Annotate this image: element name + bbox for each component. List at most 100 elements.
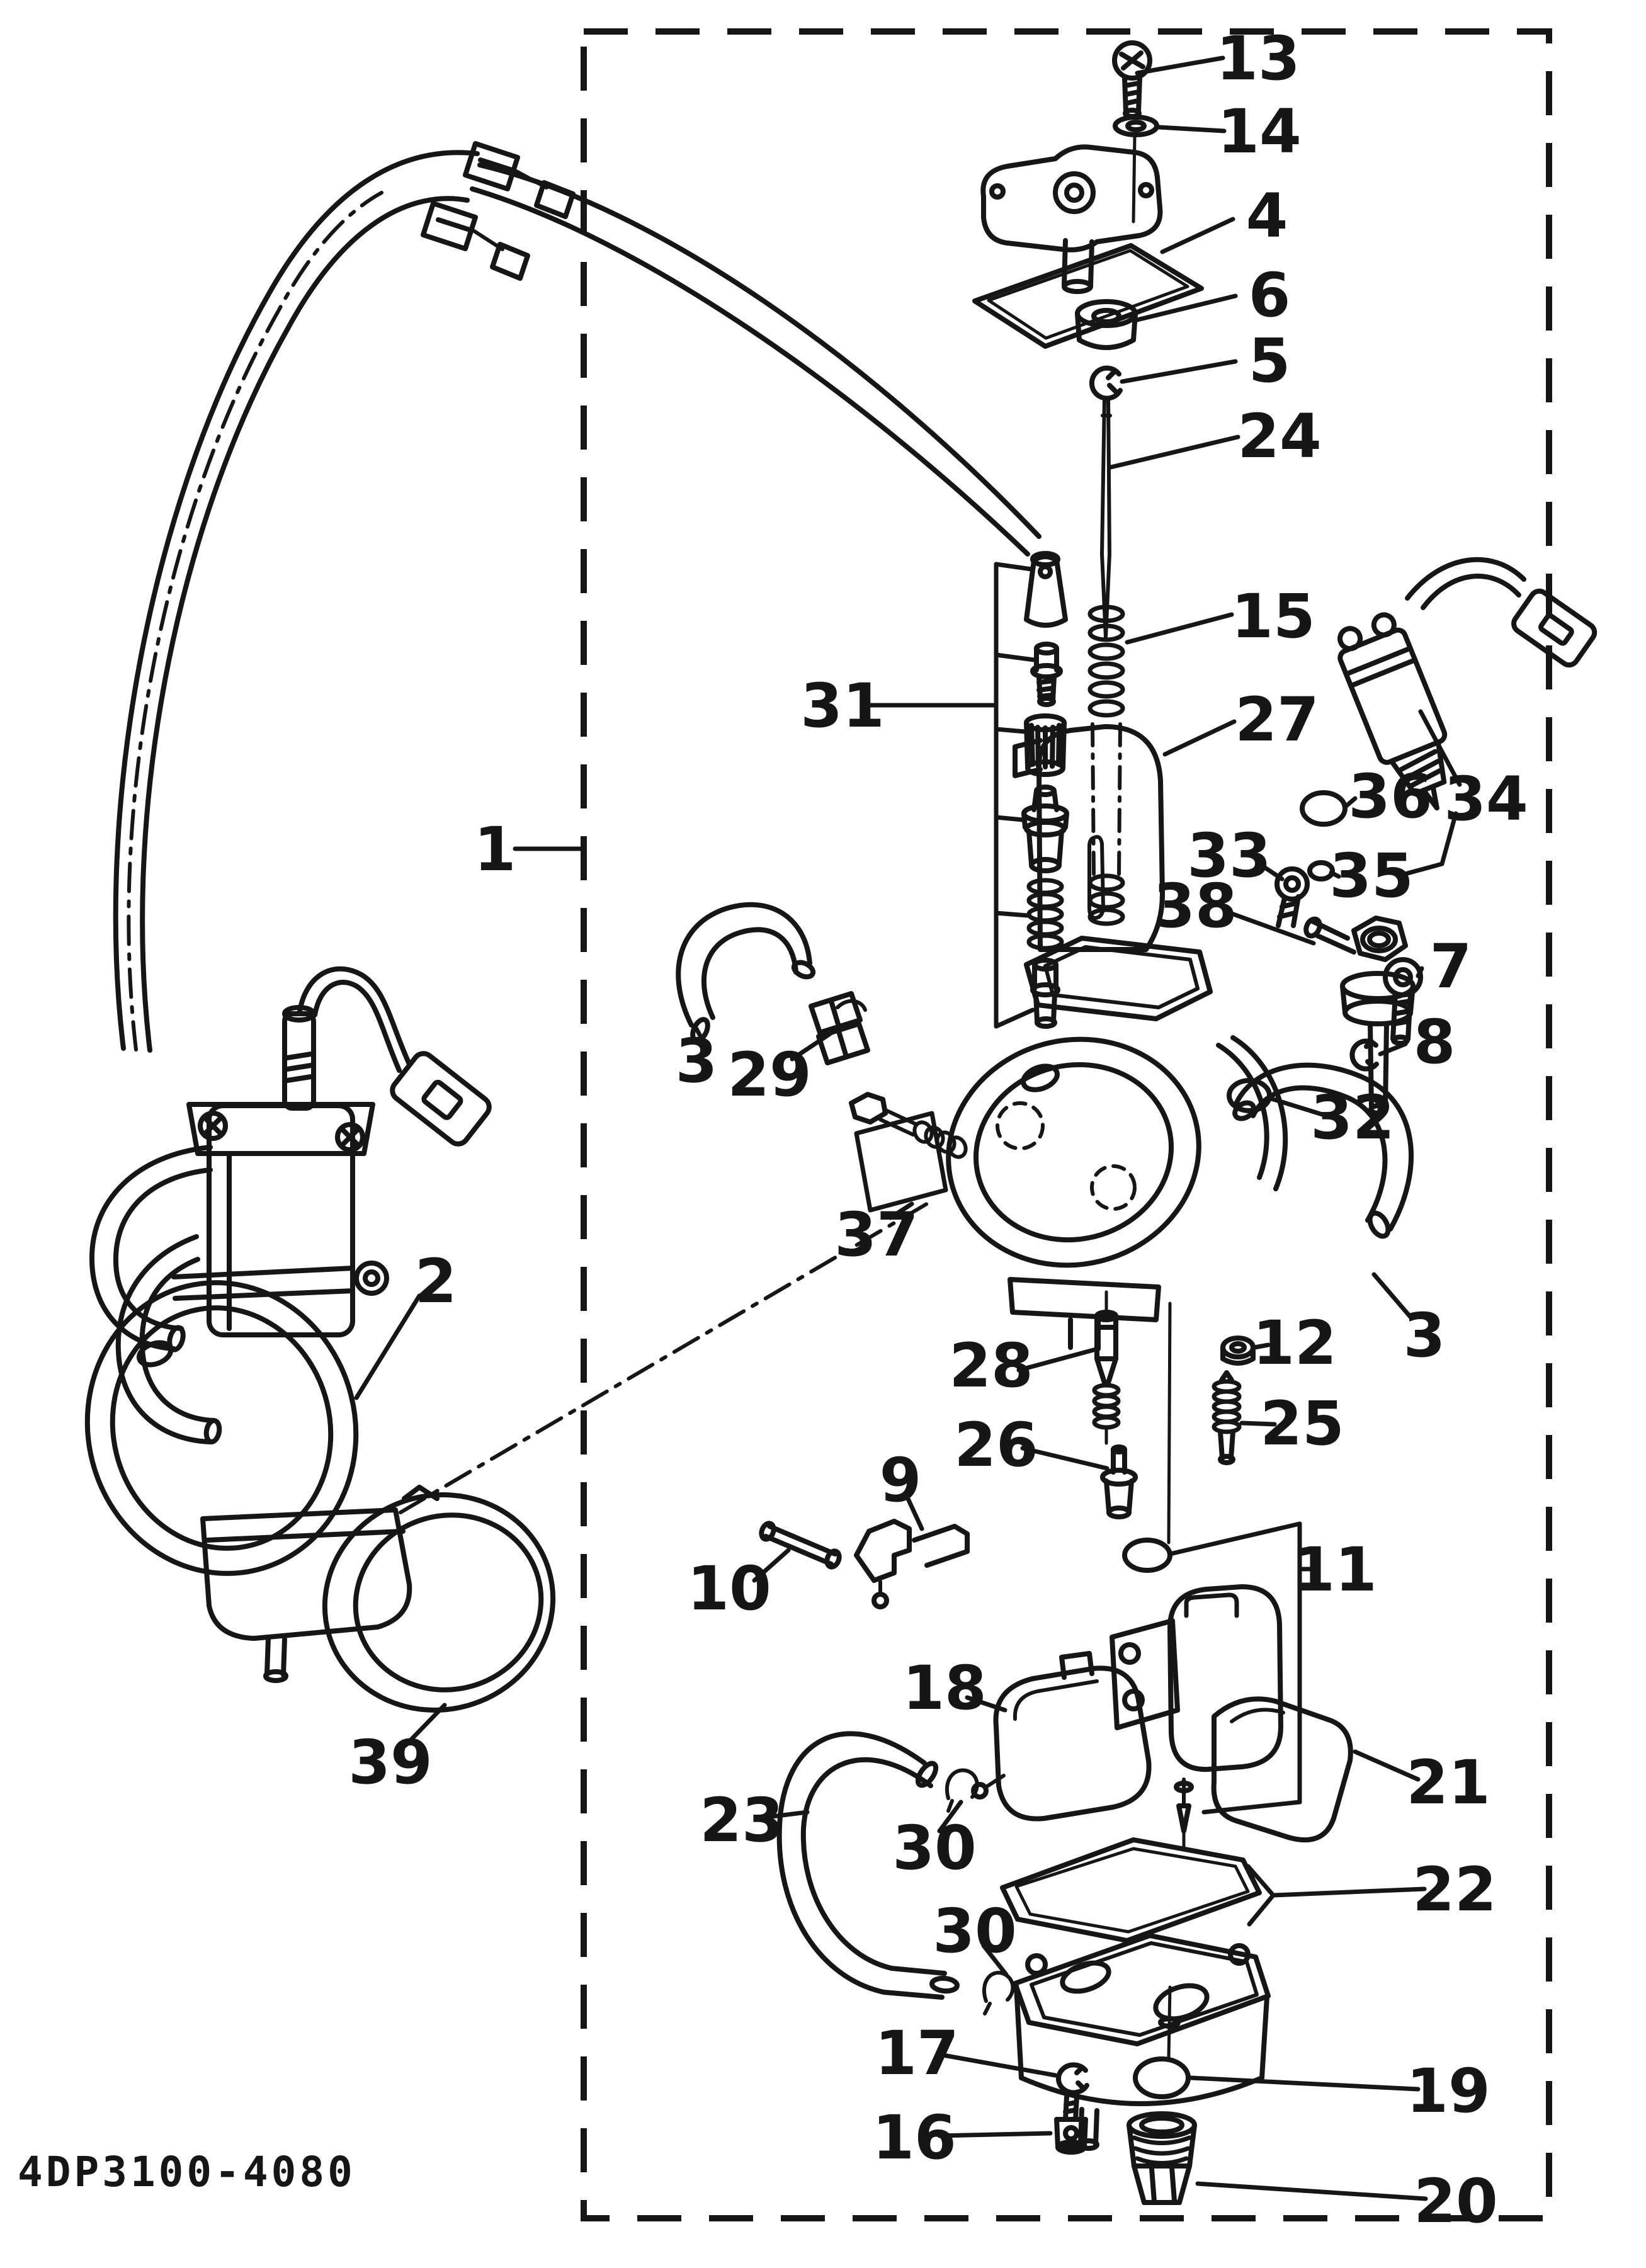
part-label-33: 33 [1187,820,1271,891]
pilot-screw-and-jets-shape [1229,1341,1247,1354]
fuel-inlet-joint-group-shape [1367,931,1391,948]
part-label-21: 21 [1406,1747,1490,1818]
leader-line-32 [1267,1096,1325,1117]
part-label-18: 18 [902,1653,987,1723]
part-label-8: 8 [1414,1007,1456,1077]
jet-set-column-shape [1029,857,1062,873]
part-label-3b: 3 [1404,1300,1446,1371]
jet-set-column-shape [1026,829,1064,866]
part-label-4: 4 [1246,181,1288,251]
throttle-spring-and-slide-shape-shape [1087,680,1125,699]
pilot-screw-and-jets-shape [1212,1379,1242,1434]
top-cover-column-shape [1075,311,1138,350]
part-label-30b: 30 [933,1896,1017,1966]
carburetor-body-shape [1043,945,1200,1009]
throttle-spring-and-slide-shape [1036,724,1165,952]
throttle-cables-shape [478,157,514,173]
carburetor-assembly-complete-shape [297,966,412,1067]
jet-set-column-shape-shape [1026,905,1064,923]
part-label-13: 13 [1216,23,1300,94]
vent-hose-right-shape [1251,1085,1388,1223]
float-bowl-shape [1158,2016,1181,2029]
throttle-cables-shape [463,141,520,191]
carburetor-assembly-complete-shape [340,1127,360,1147]
float-bowl-shape [1025,1953,1048,1976]
leader-line-22 [1271,1886,1427,1898]
throttle-spring-and-slide-shape [1013,738,1043,778]
jet-set-column-shape [1021,803,1069,824]
pilot-screw-and-jets-shape [1104,1478,1134,1514]
leader-line-34 [1439,811,1458,866]
carburetor-assembly-complete-shape [115,1234,214,1444]
top-cover-column [972,40,1204,639]
throttle-spring-and-slide-shape-shape [1087,891,1125,910]
carburetor-body-shape [1021,1063,1060,1092]
carburetor-assembly-complete-shape [335,1122,365,1152]
leader-line-31 [994,1007,1035,1029]
part-label-10: 10 [687,1553,771,1624]
leader-line-23 [764,1810,810,1820]
jet-set-column-shape [1024,820,1067,837]
needle-valve-seat-assembly-shape [1176,1803,1191,1834]
cover-plate-shape [402,1485,440,1501]
carburetor-body-shape [1090,1164,1137,1211]
leader-line-22 [1246,1864,1276,1898]
float-pin-and-bracket-shape [854,1519,912,1583]
float-bowl [1013,1933,1271,2151]
part-label-19: 19 [1406,2056,1490,2126]
carburetor-assembly-complete-shape [203,1418,222,1444]
leader-line-35 [1329,870,1341,879]
part-label-30a: 30 [892,1813,977,1883]
sensor-solenoid-group-shape-shape [1343,645,1418,689]
part-label-23: 23 [700,1785,784,1856]
top-cover-column-shape [1119,50,1145,71]
top-cover-column-shape [1125,120,1147,132]
pilot-screw-and-jets-shape-shape [1092,1415,1121,1430]
pilot-screw-and-jets-shape [1218,1454,1235,1465]
floats-shape [1230,1708,1285,1723]
carburetor-assembly-complete-shape [167,1325,186,1352]
top-cover-column-shape [1138,182,1154,198]
drain-plug-column-shape [1133,2056,1191,2099]
vent-hose-right [1232,1062,1414,1239]
overflow-hose-and-clips-shape [800,1757,947,1976]
sensor-solenoid-group-shape [1511,588,1598,668]
carburetor-assembly-complete-shape [84,1280,359,1576]
part-label-7: 7 [1430,931,1472,1002]
part-label-9: 9 [880,1445,922,1516]
leader-line-16 [937,2131,1053,2138]
carburetor-body-shape [1230,1035,1288,1191]
top-cover-column-shape [1122,76,1142,115]
starter-plunger-set-shape [854,1111,948,1213]
vent-hose-left-and-joints-shape [676,902,812,1028]
part-label-11: 11 [1293,1534,1377,1605]
float-bowl-shape [1060,1960,1111,1994]
leader-line-14 [1156,125,1227,133]
sensor-solenoid-group-shape [1405,557,1526,601]
top-cover-column-shape [972,243,1204,349]
fuel-inlet-joint-group-shape [1349,1038,1379,1072]
floats-shape [1059,1651,1094,1680]
part-label-16: 16 [872,2102,956,2173]
top-cover-column-shape [1062,279,1093,294]
leader-line-31 [994,815,1025,822]
carburetor-body-shape [1167,1301,1172,1545]
throttle-cables-shape [490,242,530,281]
carburetor-assembly-complete-shape [285,1052,314,1083]
document-code: 4DP3100-4080 [18,2148,356,2196]
floats-shape [993,1665,1152,1822]
jet-set-column-shape [1025,759,1065,777]
part-label-12: 12 [1252,1308,1337,1378]
leader-line-17 [941,2053,1058,2078]
throttle-spring-and-slide-shape-shape [1087,604,1125,623]
jet-set-column-shape-shape [1026,892,1064,909]
carburetor-body-shape [1024,950,1213,1007]
vent-hose-left-and-joints [676,902,870,1065]
float-bowl-gasket-shape [1014,1847,1250,1934]
throttle-cables-shape [477,162,1042,539]
float-bowl-shape [1019,2075,1264,2106]
drain-plug-column-shape [1063,2094,1079,2122]
vent-hose-left-and-joints-shape [836,999,867,1012]
leader-line-20 [1195,2181,1428,2201]
fuel-inlet-joint-group-shape [1393,967,1413,987]
